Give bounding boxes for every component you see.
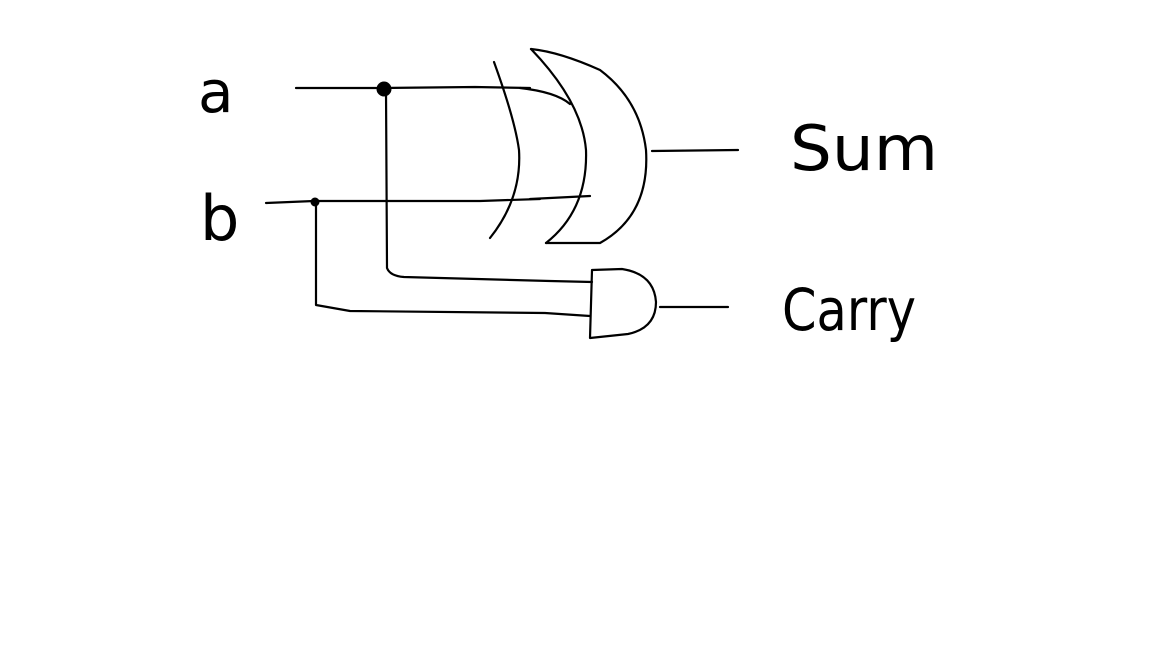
- carry-output-label: Carry: [782, 276, 916, 344]
- junction-dot-b: [310, 197, 320, 207]
- junction-dot-a: [376, 81, 392, 97]
- wire-a-to-and: [384, 88, 594, 284]
- wire-input-b: [264, 197, 542, 205]
- wire-sum-output: [650, 148, 740, 153]
- wire-b-to-and: [314, 201, 592, 318]
- sum-output-label: Sum: [790, 112, 938, 185]
- input-b-label: b: [200, 182, 239, 255]
- input-a-label: a: [198, 58, 234, 126]
- and-gate-icon: [588, 267, 658, 340]
- xor-gate-icon: [488, 47, 648, 245]
- wire-input-a: [294, 85, 532, 90]
